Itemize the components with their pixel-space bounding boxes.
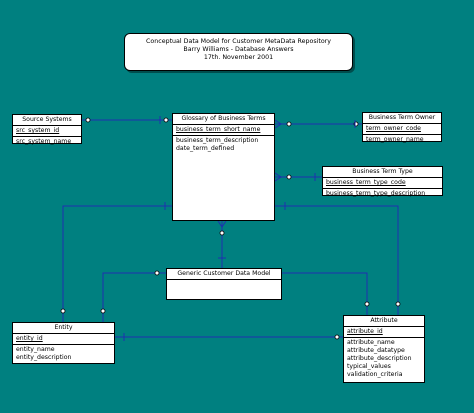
rel-endpoint-dot	[163, 117, 169, 123]
rel-endpoint-dot	[286, 121, 292, 127]
entity-business-term-owner[interactable]: Business Term Owner term_owner_code term…	[362, 112, 442, 143]
attribute-field: src_system_name	[16, 138, 72, 145]
title-line-2: Barry Williams - Database Answers	[183, 46, 294, 53]
primary-key: entity_id	[13, 335, 114, 345]
attribute-field: term_owner_name	[366, 136, 424, 143]
entity-header: Generic Customer Data Model	[167, 269, 281, 280]
entity-header: Glossary of Business Terms	[173, 114, 274, 125]
attribute-field: attribute_description	[347, 355, 412, 362]
rel-crowfoot	[274, 172, 282, 182]
entity-glossary-of-business-terms[interactable]: Glossary of Business Terms business_term…	[172, 113, 275, 221]
attribute-field: entity_name	[16, 346, 55, 353]
entity-entity[interactable]: Entity entity_id entity_name entity_desc…	[12, 322, 115, 364]
primary-key: src_system_id	[13, 127, 81, 137]
primary-key: business_term_type_code	[323, 179, 442, 189]
rel-endpoint-dot	[60, 308, 66, 314]
attribute-field: business_term_type_description	[326, 190, 426, 197]
primary-key: term_owner_code	[363, 125, 441, 135]
attribute-field: validation_criteria	[347, 371, 403, 378]
rel-endpoint-dot	[364, 301, 370, 307]
attribute-field: entity_description	[16, 354, 72, 361]
rel-crowfoot	[274, 119, 282, 129]
rel-endpoint-dot	[219, 230, 225, 236]
entity-business-term-type[interactable]: Business Term Type business_term_type_co…	[322, 166, 443, 197]
attribute-field: business_term_description	[176, 137, 259, 144]
primary-key: attribute_id	[344, 328, 424, 338]
rel-crowfoot	[217, 220, 227, 228]
entity-header: Business Term Owner	[363, 113, 441, 124]
attribute-field: date_term_defined	[176, 145, 235, 152]
rel-generic-attribute	[282, 272, 368, 315]
rel-generic-entity	[102, 272, 166, 322]
entity-generic-customer-data-model[interactable]: Generic Customer Data Model	[166, 268, 282, 300]
entity-header: Entity	[13, 323, 114, 334]
diagram-title: Conceptual Data Model for Customer MetaD…	[124, 33, 353, 71]
entity-header: Source Systems	[13, 115, 81, 126]
rel-endpoint-dot	[154, 270, 160, 276]
rel-glossary-attribute	[275, 205, 399, 315]
attribute-field: attribute_datatype	[347, 347, 405, 354]
title-line-3: 17th. November 2001	[203, 54, 274, 61]
primary-key: business_term_short_name	[173, 126, 274, 136]
title-line-1: Conceptual Data Model for Customer MetaD…	[146, 38, 331, 45]
attribute-field: attribute_name	[347, 339, 395, 346]
rel-endpoint-dot	[334, 334, 340, 340]
rel-endpoint-dot	[286, 174, 292, 180]
entity-header: Business Term Type	[323, 167, 442, 178]
entity-source-systems[interactable]: Source Systems src_system_id src_system_…	[12, 114, 82, 145]
rel-endpoint-dot	[395, 301, 401, 307]
rel-endpoint-dot	[100, 308, 106, 314]
entity-header: Attribute	[344, 316, 424, 327]
rel-endpoint-dot	[85, 117, 91, 123]
rel-glossary-entity	[62, 205, 172, 322]
entity-attribute[interactable]: Attribute attribute_id attribute_name at…	[343, 315, 425, 383]
attribute-field: typical_values	[347, 363, 391, 370]
